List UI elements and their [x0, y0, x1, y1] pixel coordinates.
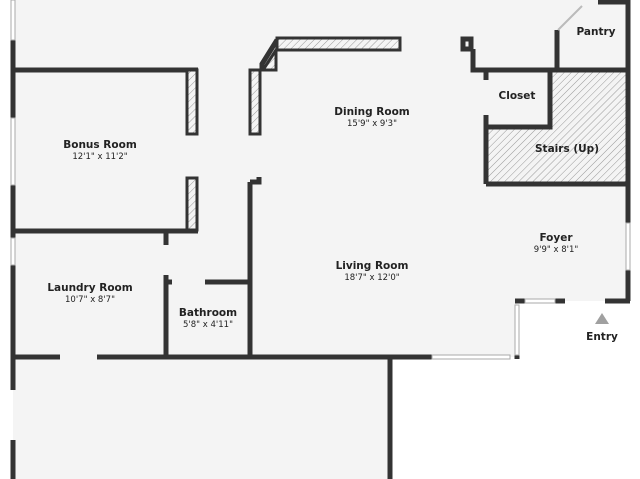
room-name: Stairs (Up): [535, 143, 599, 155]
room-dimensions: 18'7" x 12'0": [344, 273, 400, 283]
room-name: Pantry: [576, 26, 616, 38]
room-dimensions: 9'9" x 8'1": [533, 245, 579, 255]
room-bathroom: Bathroom 5'8" x 4'11": [179, 307, 237, 330]
entry-arrow-icon: [595, 313, 609, 324]
room-pantry: Pantry: [576, 26, 615, 38]
room-closet: Closet: [499, 90, 536, 102]
room-name: Bathroom: [178, 307, 238, 319]
room-bonus: Bonus Room 12'1" x 11'2": [63, 139, 137, 162]
pantry-door: [557, 5, 583, 31]
room-name: Foyer: [539, 232, 573, 244]
room-dimensions: 15'9" x 9'3": [347, 119, 397, 129]
room-name: Bonus Room: [63, 139, 137, 151]
closet-area: [486, 72, 550, 127]
room-stairs: Stairs (Up): [535, 143, 599, 155]
room-living: Living Room 18'7" x 12'0": [336, 260, 409, 283]
room-name: Dining Room: [334, 106, 410, 118]
room-name: Living Room: [335, 260, 409, 272]
room-name: Laundry Room: [47, 282, 133, 294]
entry-text: Entry: [586, 331, 618, 343]
room-name: Closet: [498, 90, 536, 102]
walls: [10, 0, 631, 479]
windows: [10, 0, 631, 360]
room-dimensions: 5'8" x 4'11": [183, 320, 233, 330]
entry-label: Entry: [586, 331, 618, 343]
room-foyer: Foyer 9'9" x 8'1": [534, 232, 579, 255]
room-dining: Dining Room 15'9" x 9'3": [334, 106, 410, 129]
room-laundry: Laundry Room 10'7" x 8'7": [47, 282, 132, 305]
room-dimensions: 10'7" x 8'7": [65, 295, 115, 305]
room-dimensions: 12'1" x 11'2": [72, 152, 128, 162]
hatched-walls: [185, 36, 402, 232]
